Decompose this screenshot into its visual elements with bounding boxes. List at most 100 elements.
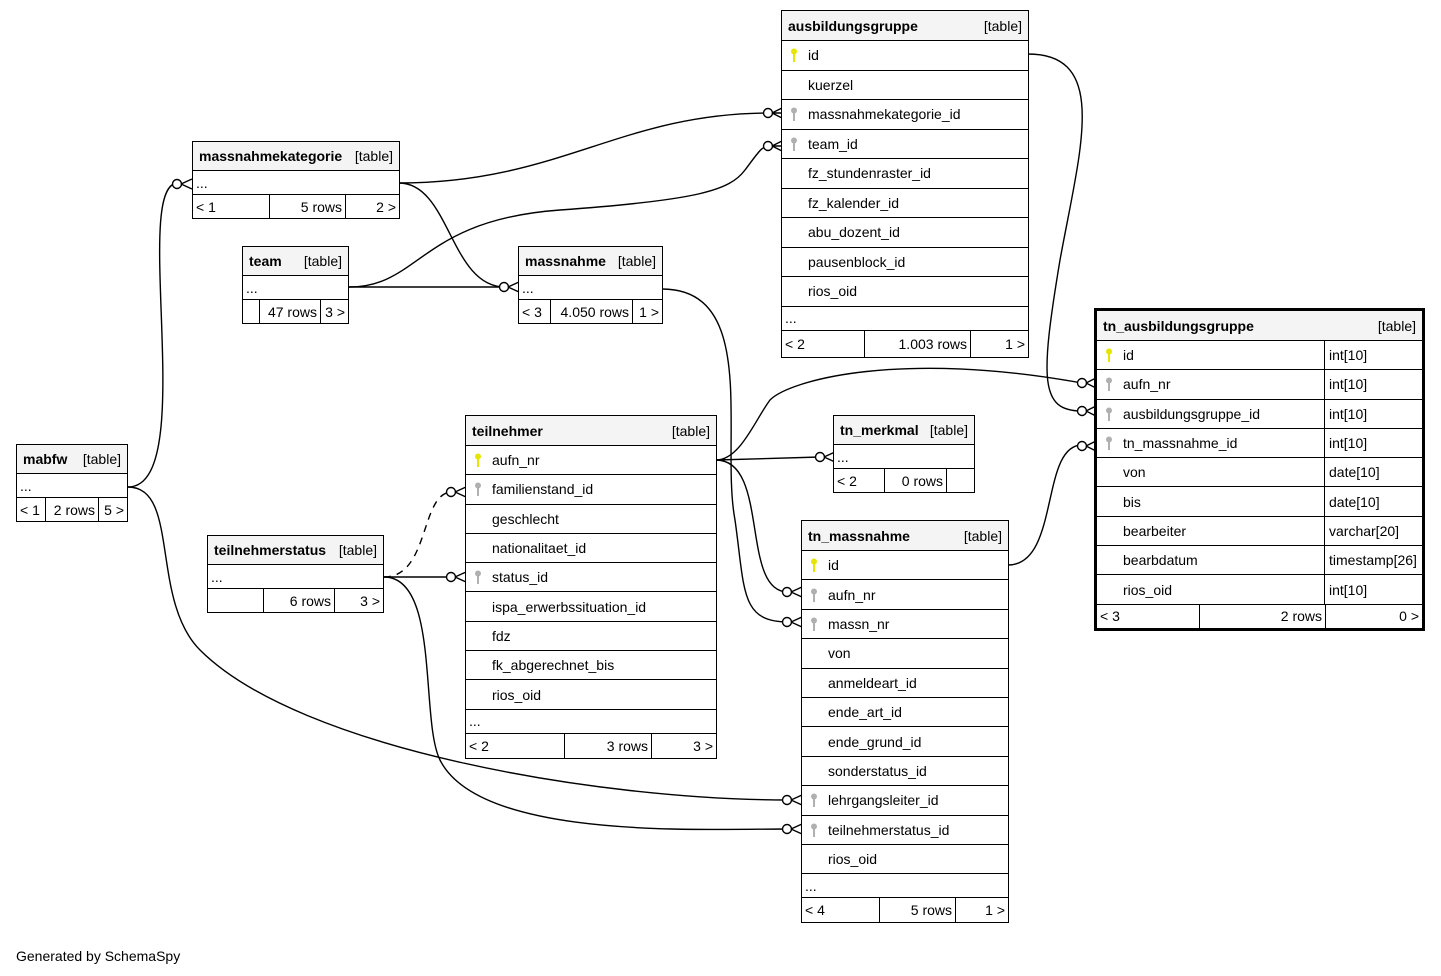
column-row[interactable]: teilnehmerstatus_id [802,816,1008,845]
column-row[interactable]: rios_oid [782,277,1028,307]
column-row[interactable]: rios_oid [802,845,1008,875]
column-type: date[10] [1324,487,1422,516]
column-row[interactable]: abu_dozent_id [782,218,1028,248]
children-link[interactable] [947,469,974,492]
children-link[interactable]: 1 > [639,303,659,320]
table-name[interactable]: teilnehmerstatus [214,542,327,558]
parents-link[interactable]: < 2 [466,733,565,758]
column-row[interactable]: von [802,639,1008,669]
column-row[interactable]: rios_oid [466,680,716,710]
children-link[interactable]: 3 > [693,737,713,754]
table-header: mabfw [table] [17,445,127,474]
column-row[interactable]: massnahmekategorie_id [782,100,1028,130]
column-row[interactable]: team_id [782,130,1028,159]
table-name[interactable]: tn_ausbildungsgruppe [1103,317,1254,334]
table-name[interactable]: mabfw [23,451,68,467]
column-row[interactable]: fz_kalender_id [782,189,1028,218]
row-count: 0 rows [885,469,947,492]
table-teilnehmerstatus[interactable]: teilnehmerstatus [table] ... 6 rows 3 > [207,535,384,613]
table-name[interactable]: ausbildungsgruppe [788,17,918,34]
column-row[interactable]: fk_abgerechnet_bis [466,651,716,681]
column-name: massn_nr [828,615,890,632]
parents-link[interactable]: < 1 [193,195,270,218]
parents-link[interactable] [243,300,260,323]
parents-link[interactable] [208,589,264,612]
column-name: fdz [492,627,511,644]
column-name: bis [1123,493,1141,510]
table-ausbildungsgruppe[interactable]: ausbildungsgruppe [table] id kuerzel massn… [781,10,1029,358]
children-link[interactable]: 5 > [104,501,124,518]
column-name: sonderstatus_id [828,762,927,779]
table-name[interactable]: tn_merkmal [840,422,919,438]
table-name[interactable]: massnahme [525,253,606,269]
parents-link[interactable]: < 3 [519,300,551,323]
table-type: [table] [354,148,393,164]
children-link[interactable]: 2 > [376,198,396,215]
parents-link[interactable]: < 4 [802,898,880,923]
table-massnahmekategorie[interactable]: massnahmekategorie [table] ... < 1 5 row… [192,141,400,219]
column-row[interactable]: bis date[10] [1097,487,1422,517]
column-row[interactable]: fz_stundenraster_id [782,159,1028,189]
column-row[interactable]: id [782,41,1028,71]
column-row[interactable]: kuerzel [782,71,1028,100]
column-row[interactable]: aufn_nr [802,580,1008,610]
column-name: lehrgangsleiter_id [828,792,939,809]
parents-link[interactable]: < 2 [834,469,885,492]
column-row[interactable]: sonderstatus_id [802,757,1008,787]
table-name[interactable]: teilnehmer [472,422,543,439]
table-name[interactable]: massnahmekategorie [199,148,343,164]
table-type: [table] [1377,317,1416,334]
column-name: id [808,47,819,64]
column-row[interactable]: anmeldeart_id [802,669,1008,698]
column-row[interactable]: massn_nr [802,610,1008,640]
children-link[interactable]: 0 > [1399,608,1419,625]
table-mabfw[interactable]: mabfw [table] ... < 1 2 rows 5 > [16,444,128,522]
column-name: tn_massnahme_id [1123,435,1238,452]
edge-teilnehmerstatus-teilnehmer-familienstand [383,491,453,578]
column-row[interactable]: familienstand_id [466,475,716,505]
children-link[interactable]: 1 > [985,902,1005,919]
column-row[interactable]: pausenblock_id [782,248,1028,277]
column-row[interactable]: geschlecht [466,505,716,534]
table-name[interactable]: team [249,253,282,269]
parents-link[interactable]: < 2 [782,330,865,357]
edge-tn_massnahme-tn_ausbildungsgruppe [1007,444,1083,566]
table-footer: < 1 5 rows 2 > [193,195,399,218]
children-link[interactable]: 3 > [360,592,380,609]
edge-teilnehmer-tn_massnahme-aufn [715,459,789,593]
column-row[interactable]: ende_art_id [802,698,1008,728]
column-row[interactable]: lehrgangsleiter_id [802,786,1008,816]
column-row[interactable]: nationalitaet_id [466,534,716,564]
column-row[interactable]: aufn_nr [466,446,716,476]
table-header: teilnehmer [table] [466,416,716,446]
table-team[interactable]: team [table] ... 47 rows 3 > [242,246,349,324]
children-link[interactable]: 3 > [325,303,345,320]
parents-link[interactable]: < 3 [1097,604,1200,628]
parents-link[interactable]: < 1 [17,498,46,521]
edge-mabfw-massnahmekategorie [127,182,179,488]
primary-key-icon [791,48,797,63]
column-row[interactable]: status_id [466,563,716,593]
column-name: massnahmekategorie_id [808,106,961,123]
column-row[interactable]: id [802,551,1008,581]
column-row[interactable]: fdz [466,622,716,652]
table-tn-merkmal[interactable]: tn_merkmal [table] ... < 2 0 rows [833,415,975,493]
table-name[interactable]: tn_massnahme [808,527,910,544]
column-row[interactable]: ende_grund_id [802,727,1008,757]
children-link[interactable]: 1 > [1005,335,1025,352]
table-header: ausbildungsgruppe [table] [782,11,1028,41]
column-row[interactable]: ispa_erwerbssituation_id [466,592,716,622]
more-columns: ... [519,276,662,300]
table-massnahme[interactable]: massnahme [table] ... < 3 4.050 rows 1 > [518,246,663,324]
